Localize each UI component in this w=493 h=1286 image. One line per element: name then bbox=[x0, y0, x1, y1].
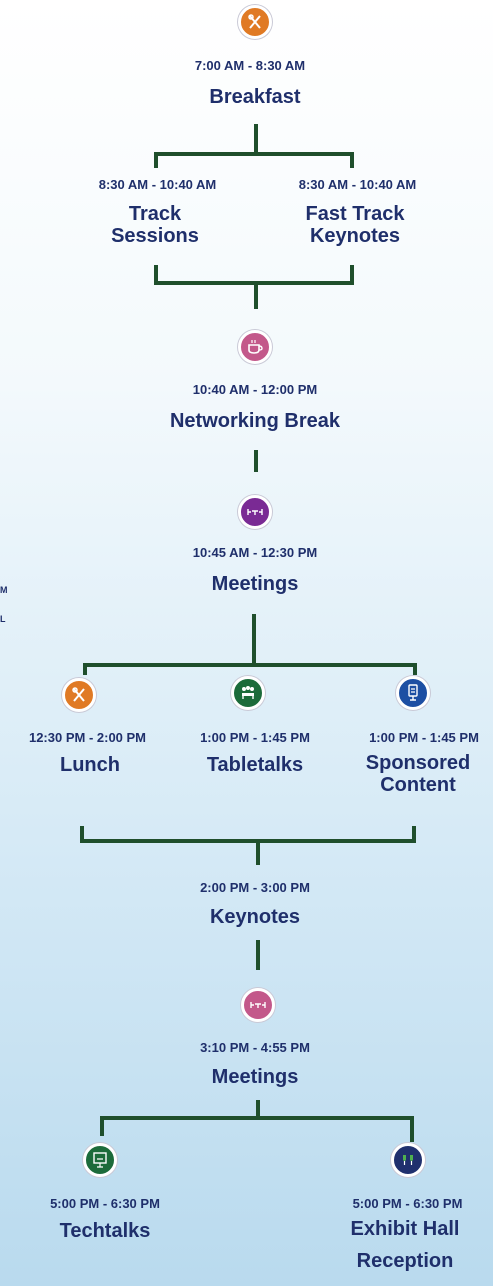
sponsored-title-line1: Sponsored bbox=[365, 752, 471, 774]
connector-line bbox=[80, 826, 84, 842]
connector-line bbox=[252, 614, 256, 666]
fork-knife-icon bbox=[62, 678, 96, 712]
connector-line bbox=[154, 265, 158, 283]
fast-track-title-line2: Keynotes bbox=[309, 225, 401, 247]
fast-track-time: 8:30 AM - 10:40 AM bbox=[298, 177, 417, 192]
coffee-cup-icon bbox=[238, 330, 272, 364]
lunch-time: 12:30 PM - 2:00 PM bbox=[28, 730, 147, 745]
connector-line bbox=[100, 1116, 414, 1120]
techtalks-title: Techtalks bbox=[59, 1220, 151, 1242]
edge-fragment-text: M bbox=[0, 585, 8, 595]
connector-line bbox=[154, 152, 354, 156]
connector-line bbox=[256, 940, 260, 970]
reception-time: 5:00 PM - 6:30 PM bbox=[352, 1196, 463, 1211]
presentation-screen-icon bbox=[83, 1143, 117, 1177]
connector-line bbox=[256, 841, 260, 865]
keynotes-title: Keynotes bbox=[209, 906, 301, 928]
tabletalks-time: 1:00 PM - 1:45 PM bbox=[200, 730, 310, 745]
connector-line bbox=[413, 663, 417, 675]
connector-line bbox=[350, 152, 354, 168]
connector-line bbox=[254, 450, 258, 472]
tabletalks-title: Tabletalks bbox=[206, 754, 304, 776]
connector-line bbox=[254, 283, 258, 309]
reception-title-line1: Exhibit Hall bbox=[350, 1218, 460, 1240]
fork-knife-icon bbox=[238, 5, 272, 39]
breakfast-time: 7:00 AM - 8:30 AM bbox=[194, 58, 306, 73]
connector-line bbox=[412, 826, 416, 842]
reception-title-line2: Reception bbox=[356, 1250, 454, 1272]
connector-line bbox=[254, 124, 258, 154]
track-sessions-time: 8:30 AM - 10:40 AM bbox=[98, 177, 217, 192]
connector-line bbox=[256, 1100, 260, 1118]
connector-line bbox=[83, 663, 417, 667]
banner-stand-icon bbox=[396, 676, 430, 710]
fast-track-title-line1: Fast Track bbox=[305, 203, 405, 225]
breakfast-title: Breakfast bbox=[209, 86, 301, 108]
meetings2-time: 3:10 PM - 4:55 PM bbox=[200, 1040, 310, 1055]
connector-line bbox=[410, 1116, 414, 1142]
meeting-table-icon bbox=[238, 495, 272, 529]
meeting-table-icon bbox=[241, 988, 275, 1022]
techtalks-time: 5:00 PM - 6:30 PM bbox=[50, 1196, 160, 1211]
connector-line bbox=[80, 839, 416, 843]
lunch-title: Lunch bbox=[60, 754, 120, 776]
sponsored-time: 1:00 PM - 1:45 PM bbox=[369, 730, 479, 745]
connector-line bbox=[83, 663, 87, 675]
networking-time: 10:40 AM - 12:00 PM bbox=[192, 382, 318, 397]
connector-line bbox=[350, 265, 354, 283]
meetings1-time: 10:45 AM - 12:30 PM bbox=[192, 545, 318, 560]
edge-fragment-text: L bbox=[0, 614, 6, 624]
meetings2-title: Meetings bbox=[211, 1066, 299, 1088]
connector-line bbox=[154, 152, 158, 168]
keynotes-time: 2:00 PM - 3:00 PM bbox=[200, 880, 310, 895]
sponsored-title-line2: Content bbox=[380, 774, 456, 796]
connector-line bbox=[100, 1116, 104, 1136]
track-sessions-title-line2: Sessions bbox=[111, 225, 199, 247]
networking-title: Networking Break bbox=[169, 410, 341, 432]
group-table-icon bbox=[231, 676, 265, 710]
meetings1-title: Meetings bbox=[211, 573, 299, 595]
cheers-glasses-icon bbox=[391, 1143, 425, 1177]
track-sessions-title-line1: Track bbox=[128, 203, 182, 225]
